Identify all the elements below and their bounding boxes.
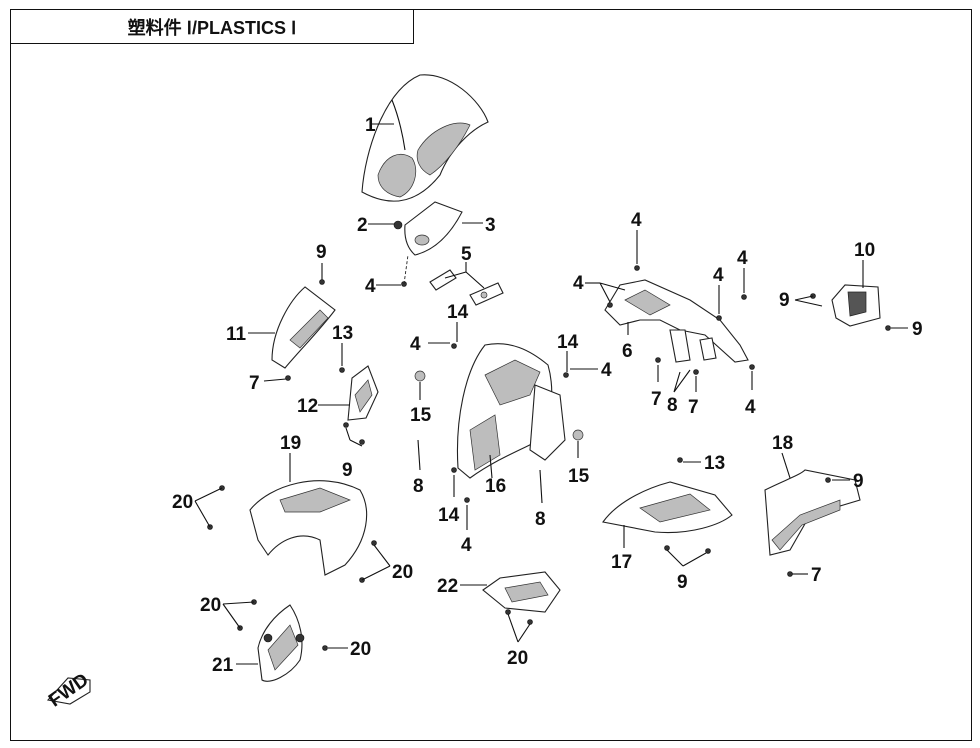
- callout-18: 18: [772, 433, 793, 454]
- callout-13b: 13: [704, 453, 725, 474]
- callout-7b: 7: [688, 397, 699, 418]
- callout-13a: 13: [332, 323, 353, 344]
- leader-lines: [194, 123, 908, 665]
- front-fairing-part[interactable]: [456, 343, 566, 479]
- callout-22: 22: [437, 576, 458, 597]
- callout-labels: 1 2 3 4 4 5 4 6 4 4 7 8 7 4 9 10 9 9 11 …: [172, 115, 923, 676]
- callout-3: 3: [485, 215, 496, 236]
- callout-11: 11: [226, 324, 247, 345]
- callout-4g: 4: [410, 334, 421, 355]
- callout-7d: 7: [811, 565, 822, 586]
- page-title: 塑料件 Ⅰ/PLASTICS Ⅰ: [10, 9, 414, 44]
- callout-15b: 15: [568, 466, 590, 487]
- callout-21: 21: [212, 655, 234, 676]
- callout-2: 2: [357, 215, 368, 236]
- callout-20a: 20: [172, 492, 193, 513]
- callout-4c: 4: [573, 273, 584, 294]
- callout-15a: 15: [410, 405, 432, 426]
- callout-4b: 4: [631, 210, 642, 231]
- callout-17: 17: [611, 552, 632, 573]
- hardware-fasteners: [207, 265, 891, 651]
- callout-20b: 20: [392, 562, 413, 583]
- fwd-label: FWD: [45, 669, 92, 711]
- callout-20d: 20: [200, 595, 221, 616]
- callout-4a: 4: [365, 276, 376, 297]
- side-bracket-part[interactable]: [831, 284, 881, 327]
- callout-9b: 9: [912, 319, 923, 340]
- side-cover-part[interactable]: [764, 469, 861, 556]
- forward-arrow-icon: FWD: [45, 669, 92, 711]
- lower-side-fairing-part[interactable]: [602, 481, 733, 534]
- instrument-cover-part[interactable]: [393, 201, 463, 256]
- windscreen-part[interactable]: [361, 74, 489, 202]
- callout-14a: 14: [447, 302, 469, 323]
- diagram-frame: [10, 9, 972, 741]
- callout-14c: 14: [438, 505, 460, 526]
- callout-9f: 9: [853, 471, 864, 492]
- callout-9c: 9: [316, 242, 327, 263]
- callout-4i: 4: [461, 535, 472, 556]
- callout-4e: 4: [737, 248, 748, 269]
- small-cover-part[interactable]: [347, 365, 379, 421]
- callout-5: 5: [461, 244, 472, 265]
- callout-20c: 20: [507, 648, 528, 669]
- callout-1: 1: [365, 115, 376, 136]
- callout-7a: 7: [651, 389, 662, 410]
- callout-14b: 14: [557, 332, 579, 353]
- lower-bracket-part[interactable]: [482, 571, 561, 613]
- callout-6: 6: [622, 341, 633, 362]
- fairing-bracket-part[interactable]: [604, 279, 749, 363]
- left-panel-part[interactable]: [271, 286, 336, 369]
- callout-9e: 9: [677, 572, 688, 593]
- front-fender-part[interactable]: [249, 480, 368, 576]
- bracket-part[interactable]: [429, 269, 504, 306]
- callout-8a: 8: [667, 395, 678, 416]
- callout-10: 10: [854, 240, 875, 261]
- callout-7c: 7: [249, 373, 260, 394]
- callout-4h: 4: [601, 360, 612, 381]
- fender-guard-part[interactable]: [257, 604, 305, 682]
- callout-4d: 4: [713, 265, 724, 286]
- callout-9d: 9: [342, 460, 353, 481]
- callout-8b: 8: [413, 476, 424, 497]
- callout-8c: 8: [535, 509, 546, 530]
- callout-12: 12: [297, 396, 318, 417]
- callout-4f: 4: [745, 397, 756, 418]
- callout-20e: 20: [350, 639, 371, 660]
- callout-16: 16: [485, 476, 506, 497]
- callout-9a: 9: [779, 290, 790, 311]
- callout-19: 19: [280, 433, 301, 454]
